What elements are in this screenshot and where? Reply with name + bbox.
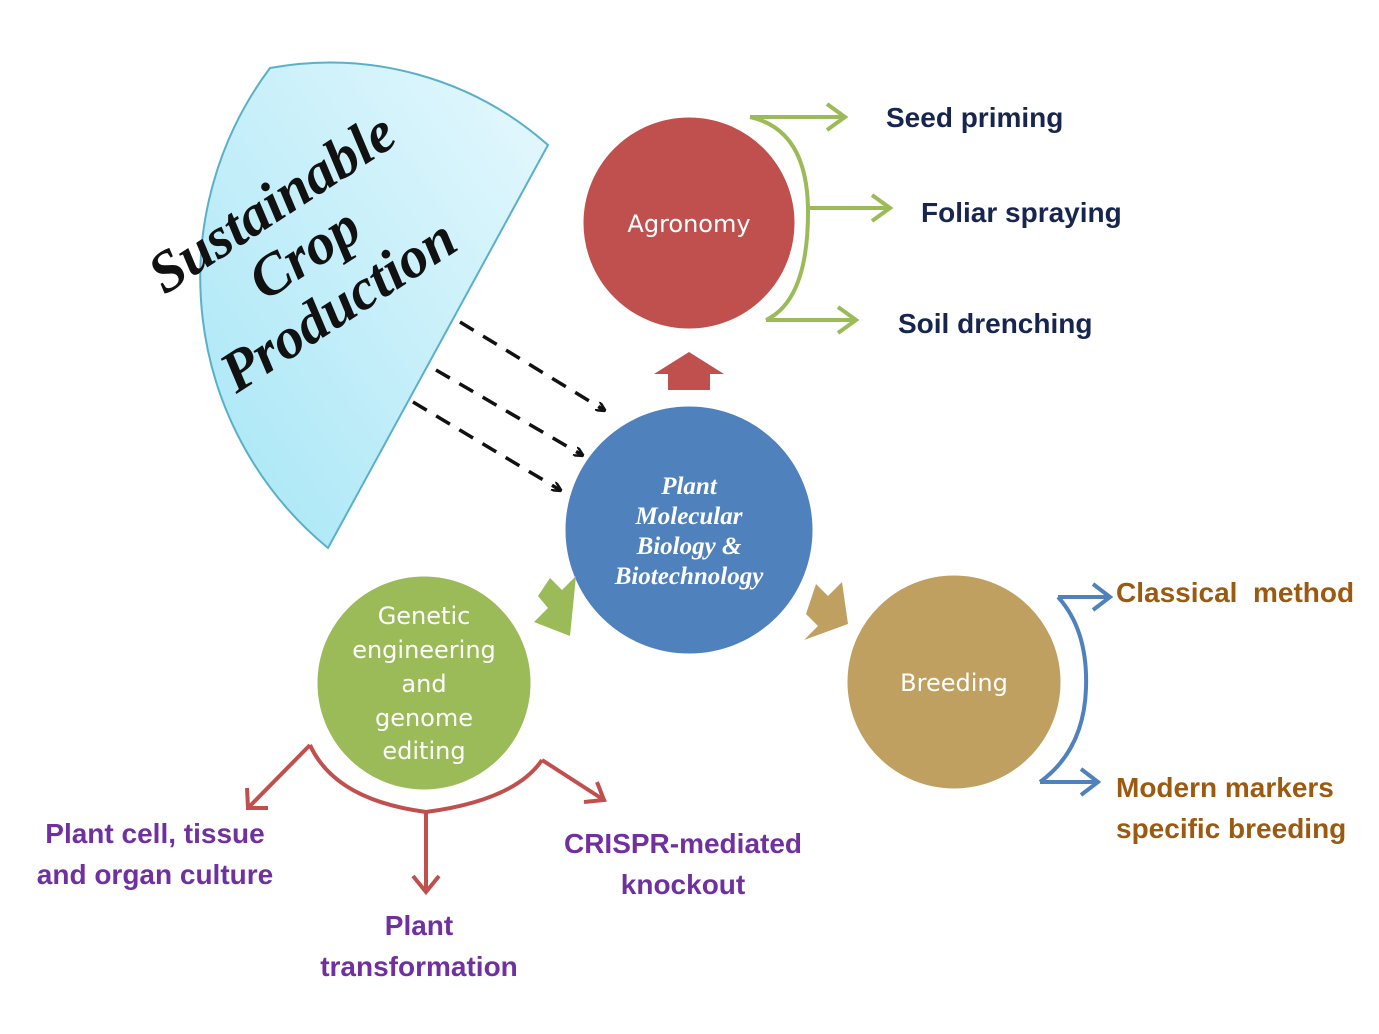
agronomy-arrow-3-head	[836, 305, 860, 335]
genetic-item-3-line-2: knockout	[621, 869, 745, 900]
genetic-item-2-line-1: Plant	[385, 910, 453, 941]
center-line-2: Molecular	[635, 503, 743, 530]
breeding-arrow-2-head	[1079, 767, 1102, 797]
dashed-arrow-3	[412, 400, 560, 490]
center-line-4: Biotechnology	[614, 563, 765, 590]
genetic-item-1-line-1: Plant cell, tissue	[45, 818, 264, 849]
genetic-item-1-line-2: and organ culture	[37, 859, 273, 890]
agronomy-item-seed-priming: Seed priming	[886, 102, 1063, 133]
breeding-arrow-1-head	[1091, 582, 1114, 612]
breeding-block-arrow	[804, 582, 848, 640]
genetic-block-arrow	[534, 576, 576, 636]
genetic-arrow-1-line	[246, 743, 312, 810]
genetic-line-3: and	[401, 670, 446, 698]
breeding-circle	[844, 572, 1064, 792]
agronomy-item-soil-drenching: Soil drenching	[898, 308, 1092, 339]
agronomy-item-foliar-spraying: Foliar spraying	[921, 197, 1122, 228]
dashed-arrow-2	[435, 368, 582, 455]
genetic-line-4: genome	[375, 704, 473, 732]
genetic-line-5: editing	[382, 737, 465, 765]
title-fan-shape	[199, 61, 550, 550]
up-block-arrow	[654, 352, 724, 390]
genetic-line-1: Genetic	[378, 602, 471, 630]
center-line-3: Biology &	[636, 533, 742, 560]
breeding-bracket	[1038, 595, 1089, 784]
genetic-item-3-line-1: CRISPR-mediated	[564, 828, 802, 859]
genetic-arrow-3-line	[540, 758, 606, 802]
breeding-label: Breeding	[900, 669, 1008, 697]
breeding-item-classical: Classical method	[1116, 577, 1354, 608]
center-line-1: Plant	[660, 473, 718, 500]
breeding-item-modern-line-2: specific breeding	[1116, 813, 1346, 844]
genetic-circle	[314, 573, 534, 793]
genetic-bracket	[308, 744, 544, 815]
dashed-arrow-1	[459, 320, 604, 410]
center-circle	[562, 403, 816, 657]
agronomy-label: Agronomy	[627, 210, 750, 238]
agronomy-arrow-2-head	[870, 193, 894, 223]
agronomy-circle	[580, 114, 798, 332]
agronomy-arrow-1-head	[825, 102, 849, 132]
genetic-arrow-1-head	[245, 787, 268, 810]
genetic-arrow-3-head	[583, 781, 607, 804]
genetic-line-2: engineering	[352, 636, 496, 664]
genetic-item-2-line-2: transformation	[320, 951, 518, 982]
agronomy-bracket	[749, 115, 811, 322]
genetic-arrow-2-head	[411, 874, 441, 896]
breeding-item-modern-line-1: Modern markers	[1116, 772, 1334, 803]
